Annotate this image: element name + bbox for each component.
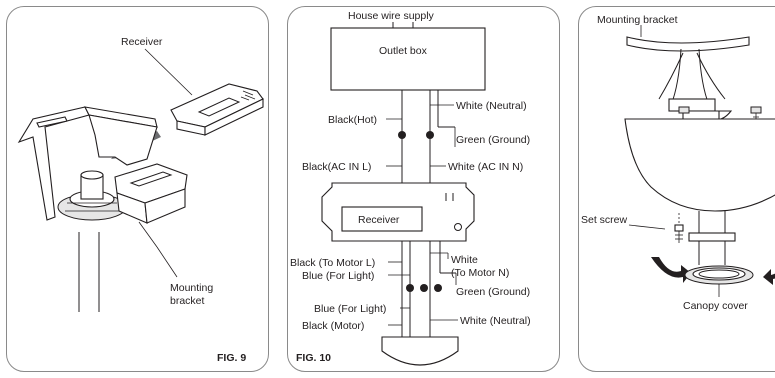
mounting-bracket-label: Mounting bracket (597, 14, 678, 26)
fig9-receiver-label: Receiver (121, 36, 163, 48)
fig9-bracket-label-line2: bracket (170, 295, 205, 307)
house-wire-supply-label: House wire supply (348, 10, 435, 22)
outlet-box (330, 27, 486, 91)
motor-housing (381, 336, 459, 366)
canopy-cover-ring (684, 265, 754, 285)
label-blue-for-light-top: Blue (For Light) (302, 270, 374, 282)
outlet-box-label: Outlet box (379, 45, 428, 57)
mounting-bracket (17, 106, 188, 224)
label-green-ground-bottom: Green (Ground) (456, 286, 530, 298)
label-black-hot: Black(Hot) (328, 114, 377, 126)
label-white-neutral-top: White (Neutral) (456, 100, 527, 112)
receiver-box: Receiver (321, 182, 475, 242)
rotate-arrow-left-icon (651, 257, 691, 283)
bracket-screw-right (750, 106, 762, 114)
label-black-to-motor-l: Black (To Motor L) (290, 257, 375, 269)
canopy-cover-label: Canopy cover (683, 300, 748, 312)
fig11-illustration: Mounting bracket Set screw (581, 14, 775, 312)
label-white: White (451, 254, 478, 266)
label-white-ac-in-n: White (AC IN N) (448, 161, 523, 173)
label-blue-for-light-bottom: Blue (For Light) (314, 303, 386, 315)
label-black-motor: Black (Motor) (302, 320, 364, 332)
receiver-label: Receiver (358, 214, 400, 226)
fig11-panel: Mounting bracket Set screw (578, 6, 775, 372)
label-to-motor-n: (To Motor N) (451, 267, 509, 279)
fig10-panel: House wire supply Outlet box White (Neut… (287, 6, 560, 372)
set-screw-label: Set screw (581, 214, 628, 226)
label-green-ground-top: Green (Ground) (456, 134, 530, 146)
fig9-panel: Receiver Mounting bracket FIG. 9 (6, 6, 269, 372)
label-black-ac-in-l: Black(AC IN L) (302, 161, 371, 173)
downrod (78, 232, 100, 312)
fig9-bracket-label-line1: Mounting (170, 282, 213, 294)
fig9-figure-label: FIG. 9 (217, 352, 246, 364)
label-white-neutral-bottom: White (Neutral) (460, 315, 531, 327)
rotate-arrow-right-icon (763, 269, 775, 285)
set-screw (674, 213, 684, 243)
receiver-device (170, 83, 264, 136)
fig9-illustration: Receiver Mounting bracket FIG. 9 (17, 36, 264, 364)
fig10-wiring-diagram: House wire supply Outlet box White (Neut… (290, 10, 531, 366)
fig10-figure-label: FIG. 10 (296, 352, 331, 364)
bracket-screw-left (678, 106, 690, 114)
canopy-bowl (624, 118, 775, 212)
